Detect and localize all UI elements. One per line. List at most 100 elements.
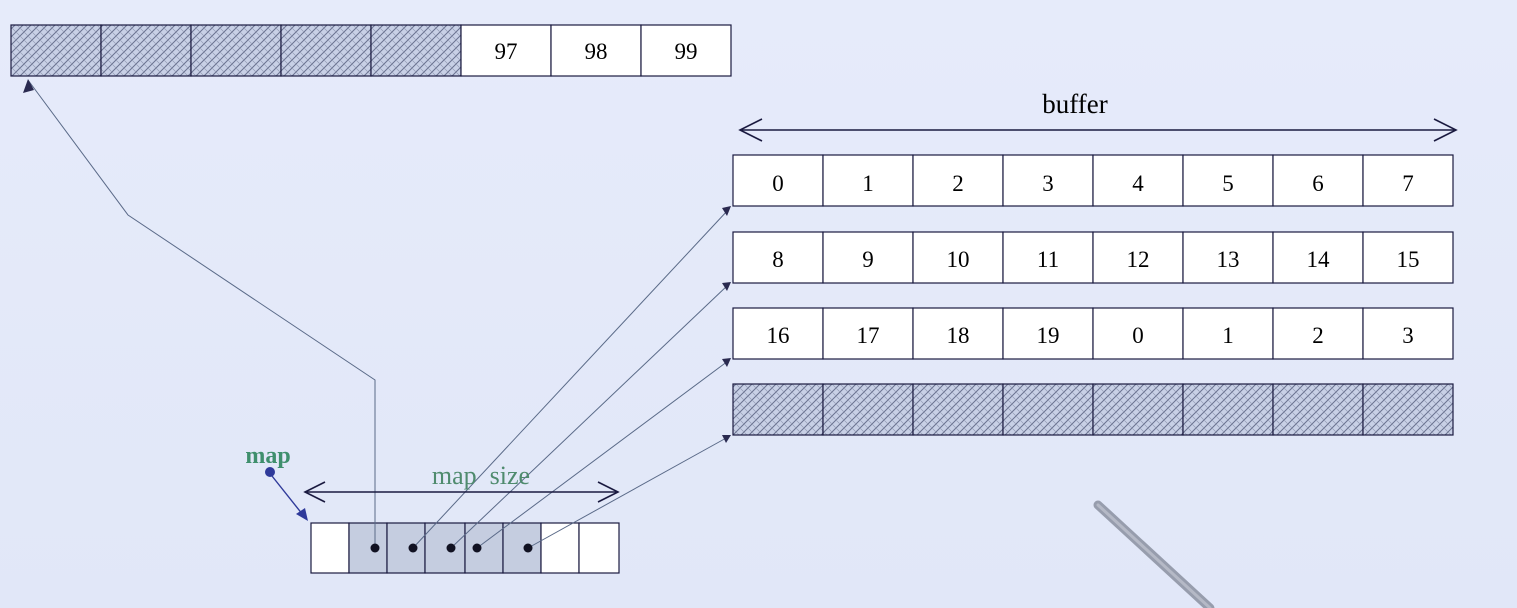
buffer-grid: 0 1 2 3 4 5 6 7 8 9 10 11 12 13 14 15 16… xyxy=(732,154,1454,436)
buffer-row: 16 17 18 19 0 1 2 3 xyxy=(732,307,1454,360)
buffer-cell-value: 5 xyxy=(1222,171,1234,196)
map-cell-used xyxy=(348,522,388,574)
buffer-cell-value: 9 xyxy=(862,247,874,272)
pointer-to-buffer-row-3 xyxy=(527,436,729,549)
top-cell-value: 98 xyxy=(585,39,608,64)
top-value-cell: 98 xyxy=(550,24,642,77)
buffer-cell: 1 xyxy=(822,154,914,207)
buffer-cell-value: 2 xyxy=(952,171,964,196)
buffer-cell-value: 8 xyxy=(772,247,784,272)
buffer-cell-value: 11 xyxy=(1037,247,1059,272)
map-pointer-dot xyxy=(370,543,380,553)
buffer-cell-value: 7 xyxy=(1402,171,1414,196)
buffer-hatched-cell xyxy=(1002,383,1094,436)
map-variable-dot xyxy=(265,467,275,477)
buffer-cell: 0 xyxy=(732,154,824,207)
map-pointer-dots xyxy=(370,543,533,553)
buffer-row: 0 1 2 3 4 5 6 7 xyxy=(732,154,1454,207)
buffer-cell: 5 xyxy=(1182,154,1274,207)
pointer-arrowhead xyxy=(722,282,731,291)
buffer-cell: 4 xyxy=(1092,154,1184,207)
buffer-cell-value: 0 xyxy=(1132,323,1144,348)
buffer-cell-value: 6 xyxy=(1312,171,1324,196)
buffer-cell-value: 1 xyxy=(1222,323,1234,348)
buffer-cell: 7 xyxy=(1362,154,1454,207)
top-hatched-cell xyxy=(10,24,102,77)
buffer-cell-value: 13 xyxy=(1217,247,1240,272)
map-pointers xyxy=(23,79,731,549)
buffer-cell-value: 12 xyxy=(1127,247,1150,272)
buffer-cell-value: 3 xyxy=(1042,171,1054,196)
buffer-cell: 6 xyxy=(1272,154,1364,207)
map-size-span-arrow xyxy=(303,481,620,503)
top-hatched-cell xyxy=(190,24,282,77)
top-memory-block: 97 98 99 xyxy=(10,24,732,77)
buffer-cell-value: 0 xyxy=(772,171,784,196)
top-hatched-cell xyxy=(100,24,192,77)
buffer-cell: 11 xyxy=(1002,231,1094,284)
map-cell-used xyxy=(464,522,504,574)
buffer-cell: 3 xyxy=(1362,307,1454,360)
map-size-label: map size xyxy=(432,461,530,490)
buffer-cell: 2 xyxy=(1272,307,1364,360)
map-variable-pointer xyxy=(271,475,304,516)
buffer-cell: 0 xyxy=(1092,307,1184,360)
map-cell-empty xyxy=(578,522,620,574)
pointer-arrowhead xyxy=(722,206,731,216)
buffer-cell: 15 xyxy=(1362,231,1454,284)
pointer-arrowhead xyxy=(722,435,731,443)
buffer-hatched-cell xyxy=(1092,383,1184,436)
buffer-cell: 18 xyxy=(912,307,1004,360)
buffer-cell: 16 xyxy=(732,307,824,360)
buffer-cell: 9 xyxy=(822,231,914,284)
buffer-hatched-cell xyxy=(822,383,914,436)
buffer-cell: 14 xyxy=(1272,231,1364,284)
map-variable-label: map xyxy=(245,443,290,469)
map-pointer-dot xyxy=(472,543,482,553)
pointer-to-buffer-row-0 xyxy=(412,209,729,549)
buffer-cell: 3 xyxy=(1002,154,1094,207)
top-value-cell: 99 xyxy=(640,24,732,77)
buffer-cell: 13 xyxy=(1182,231,1274,284)
buffer-cell-value: 10 xyxy=(947,247,970,272)
buffer-hatched-cell xyxy=(1362,383,1454,436)
buffer-cell-value: 19 xyxy=(1037,323,1060,348)
top-cell-value: 97 xyxy=(495,39,518,64)
top-hatched-cell xyxy=(280,24,372,77)
buffer-cell-value: 15 xyxy=(1397,247,1420,272)
map-cell-empty xyxy=(540,522,580,574)
buffer-row: 8 9 10 11 12 13 14 15 xyxy=(732,231,1454,284)
top-cell-value: 99 xyxy=(675,39,698,64)
buffer-row-hatched xyxy=(732,383,1454,436)
buffer-cell: 10 xyxy=(912,231,1004,284)
map-cell-used xyxy=(502,522,542,574)
buffer-hatched-cell xyxy=(1182,383,1274,436)
map-array xyxy=(310,522,620,574)
buffer-cell-value: 4 xyxy=(1132,171,1144,196)
map-cell-used xyxy=(424,522,466,574)
buffer-cell-value: 18 xyxy=(947,323,970,348)
buffer-cell: 17 xyxy=(822,307,914,360)
map-cell-used xyxy=(386,522,426,574)
buffer-cell-value: 1 xyxy=(862,171,874,196)
buffer-label: buffer xyxy=(1042,89,1107,119)
pointer-to-top-block xyxy=(27,79,376,548)
pointer-stick xyxy=(1093,500,1215,608)
buffer-hatched-cell xyxy=(732,383,824,436)
buffer-cell: 12 xyxy=(1092,231,1184,284)
buffer-span-arrow xyxy=(738,118,1458,142)
map-variable-arrowhead xyxy=(296,508,308,521)
map-pointer-dot xyxy=(523,543,533,553)
buffer-cell: 2 xyxy=(912,154,1004,207)
top-value-cell: 97 xyxy=(460,24,552,77)
map-pointer-dot xyxy=(446,543,456,553)
buffer-cell-value: 14 xyxy=(1307,247,1331,272)
map-pointer-dot xyxy=(408,543,418,553)
map-cell-empty xyxy=(310,522,350,574)
buffer-cell-value: 3 xyxy=(1402,323,1414,348)
buffer-cell: 1 xyxy=(1182,307,1274,360)
pointer-to-buffer-row-2 xyxy=(476,360,729,549)
pointer-arrowhead xyxy=(23,79,34,93)
buffer-hatched-cell xyxy=(1272,383,1364,436)
